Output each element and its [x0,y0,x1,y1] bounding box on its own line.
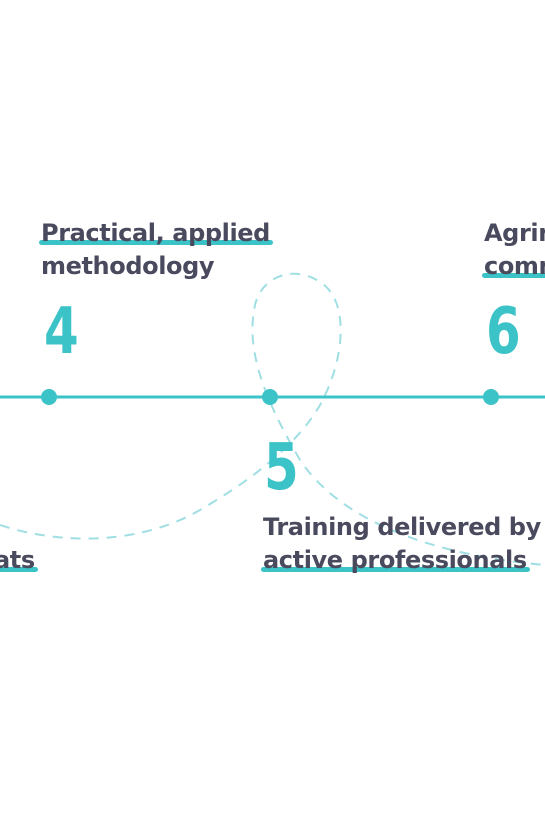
timeline-node-4 [41,389,57,405]
step-4-title-line1: Practical, applied [39,217,273,250]
step-3-title-line2: ats [0,544,38,577]
step-4-label: Practical, applied methodology [39,217,273,283]
step-5-label: Training delivered by active professiona… [261,511,541,577]
step-6-label: Agrin comm [481,217,545,283]
step-6-title-line1: Agrin [484,219,545,247]
step-4-title-line2: methodology [41,252,215,280]
step-3-label: ats [0,544,38,577]
step-6-number: 6 [486,295,521,369]
step-4-number: 4 [44,295,79,369]
timeline-node-6 [483,389,499,405]
step-6-title-line2: comm [481,250,545,283]
timeline-node-5 [262,389,278,405]
dashed-loop-path [0,272,545,566]
step-5-number: 5 [264,431,299,505]
step-5-title-line1: Training delivered by [263,513,541,541]
step-5-title-line2: active professionals [261,544,530,577]
